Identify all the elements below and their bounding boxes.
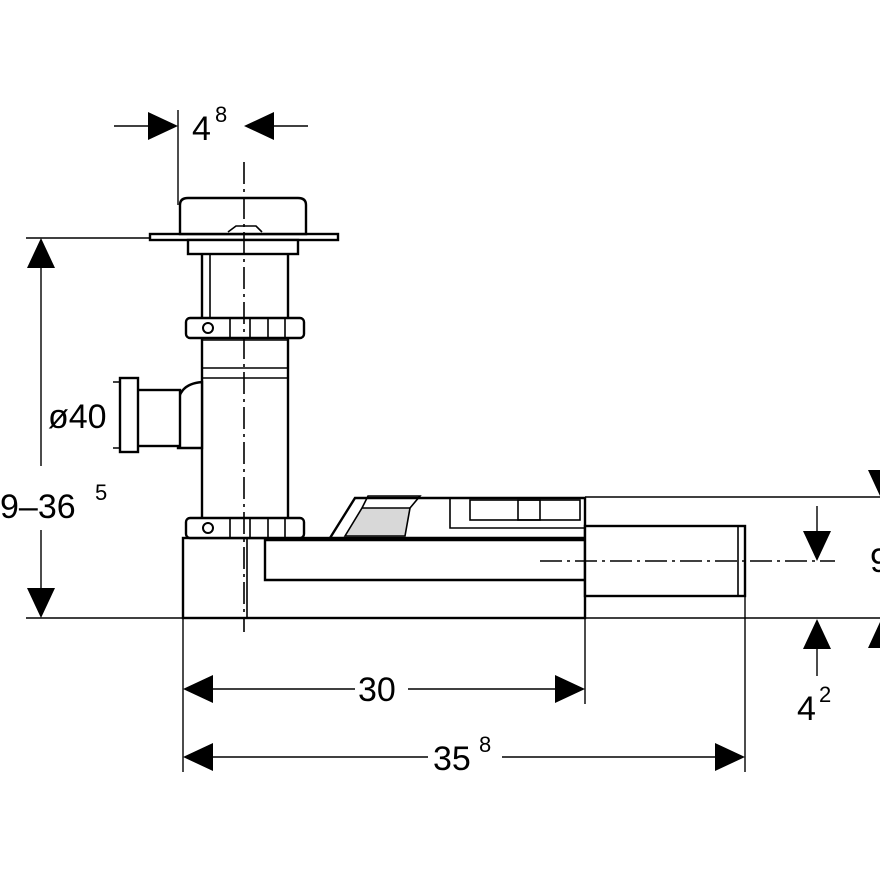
arrow-right-icon bbox=[148, 112, 178, 140]
riser-pipe bbox=[200, 250, 290, 532]
centre-lines bbox=[243, 162, 835, 632]
dim-top-width-sup: 8 bbox=[215, 102, 227, 127]
dimension-length-total: 35 8 bbox=[183, 732, 745, 778]
dim-bottom-offset-sup: 2 bbox=[819, 682, 831, 707]
arrow-down-icon bbox=[868, 470, 880, 496]
dim-diameter-label: ø40 bbox=[48, 398, 107, 436]
dimension-right-height: 9 bbox=[803, 470, 880, 580]
dimension-height-range: 9–36 5 bbox=[0, 238, 107, 618]
dimension-top-width: 4 8 bbox=[114, 102, 308, 148]
dim-height-label: 9–36 bbox=[0, 488, 76, 526]
arrow-down-icon bbox=[803, 531, 831, 561]
dim-length-total-sup: 8 bbox=[479, 732, 491, 757]
clamp-lower bbox=[184, 516, 306, 540]
arrow-up-icon bbox=[27, 238, 55, 268]
arrow-left-icon bbox=[183, 743, 213, 771]
arrow-up-icon bbox=[803, 619, 831, 649]
arrow-left-icon bbox=[183, 675, 213, 703]
dim-height-sup: 5 bbox=[95, 480, 107, 505]
arrow-right-icon bbox=[555, 675, 585, 703]
arrow-right-icon bbox=[715, 743, 745, 771]
clamp-upper bbox=[184, 316, 306, 340]
arrow-left-icon bbox=[244, 112, 274, 140]
dimension-length-body: 30 bbox=[183, 671, 585, 709]
extension-lines bbox=[26, 110, 880, 772]
arrow-up-icon bbox=[868, 622, 880, 648]
dim-length-total-label: 35 bbox=[433, 740, 471, 778]
dim-top-width-label: 4 bbox=[192, 110, 211, 148]
dimension-bottom-offset: 4 2 bbox=[797, 619, 880, 728]
side-inlet bbox=[113, 376, 204, 454]
arrow-down-icon bbox=[27, 588, 55, 618]
drain-body bbox=[181, 495, 587, 620]
dim-length-body-label: 30 bbox=[358, 671, 396, 709]
dim-right-height-label: 9 bbox=[870, 542, 880, 580]
dimension-outlet-diameter: ø40 bbox=[48, 398, 107, 436]
dim-bottom-offset-label: 4 bbox=[797, 690, 816, 728]
